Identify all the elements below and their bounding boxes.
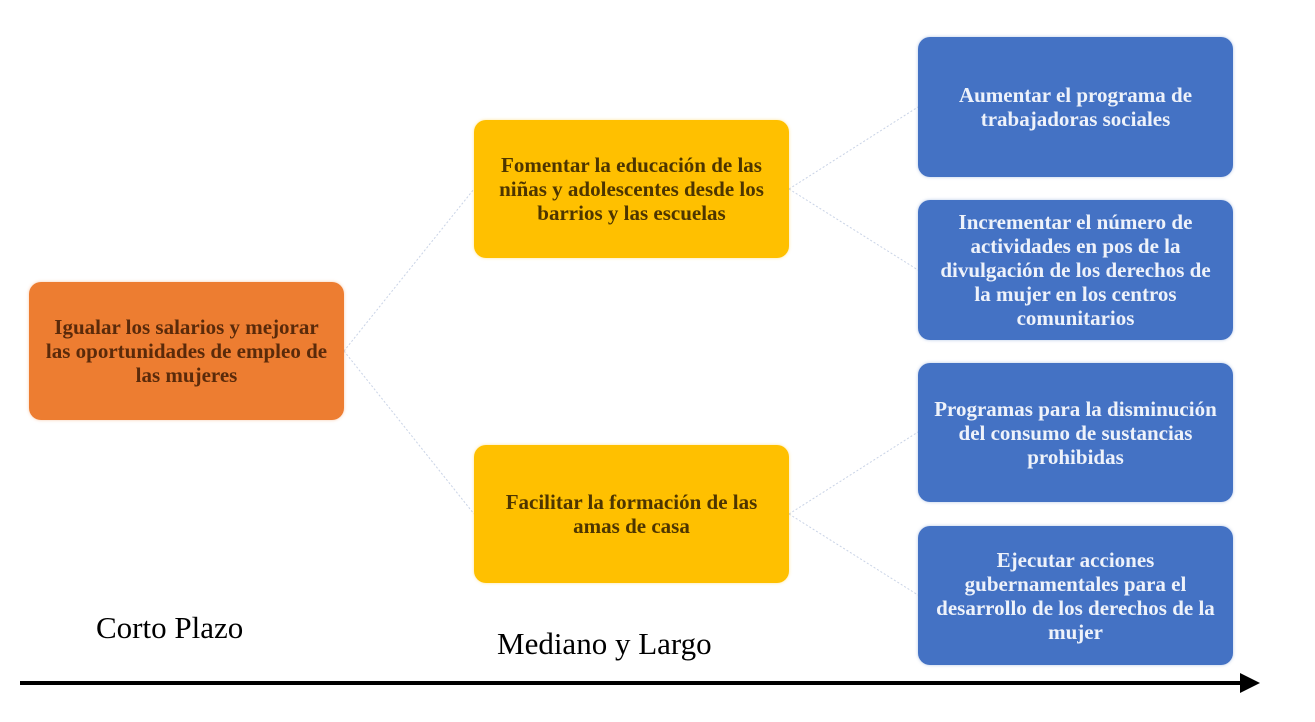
connector-root-to-training — [343, 350, 475, 515]
medium-long-term-label: Mediano y Largo — [497, 626, 712, 661]
connector-root-to-education — [343, 188, 475, 352]
short-term-label: Corto Plazo — [96, 610, 244, 645]
node-promote-education: Fomentar la educación de las niñas y ado… — [474, 120, 789, 258]
timeline-arrowhead-icon — [1240, 673, 1260, 693]
connector-education-to-activities — [788, 188, 919, 271]
node-housewife-training: Facilitar la formación de las amas de ca… — [474, 445, 789, 583]
node-substance-programs-text: Programas para la disminución del consum… — [934, 396, 1217, 469]
node-government-actions: Ejecutar acciones gubernamentales para e… — [918, 526, 1233, 665]
root-node-text: Igualar los salarios y mejorar las oport… — [45, 315, 328, 387]
node-rights-activities: Incrementar el número de actividades en … — [918, 200, 1233, 340]
node-social-workers-program-text: Aumentar el programa de trabajadoras soc… — [958, 83, 1193, 131]
node-government-actions-text: Ejecutar acciones gubernamentales para e… — [936, 547, 1215, 644]
node-social-workers-program: Aumentar el programa de trabajadoras soc… — [918, 37, 1233, 177]
node-rights-activities-text: Incrementar el número de actividades en … — [940, 210, 1211, 330]
connector-training-to-government — [788, 513, 919, 596]
connector-education-to-social-workers — [788, 106, 919, 190]
root-node-equal-salaries: Igualar los salarios y mejorar las oport… — [29, 282, 344, 420]
connector-training-to-substances — [788, 431, 919, 515]
node-substance-programs: Programas para la disminución del consum… — [918, 363, 1233, 502]
node-promote-education-text: Fomentar la educación de las niñas y ado… — [499, 153, 764, 225]
node-housewife-training-text: Facilitar la formación de las amas de ca… — [505, 490, 758, 538]
timeline-axis — [20, 681, 1242, 685]
